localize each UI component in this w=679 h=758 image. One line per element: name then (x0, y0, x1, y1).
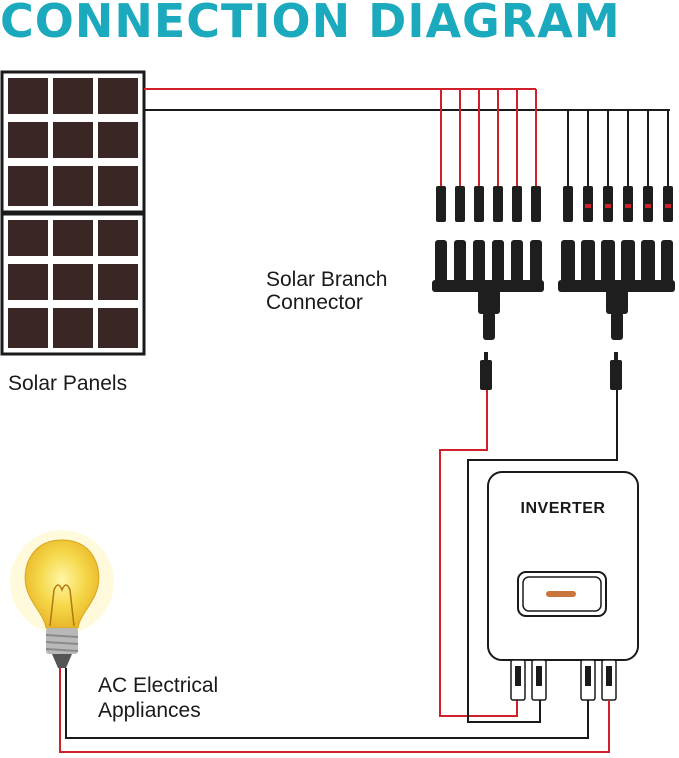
solar-panel-top (0, 70, 146, 214)
branch-connector-negative (558, 240, 675, 340)
branch-connector-label-line2: Connector (266, 291, 363, 314)
ac-appliances-label-line2: Appliances (98, 699, 201, 722)
inverter-label: INVERTER (520, 500, 606, 517)
ac-appliances-label-line1: AC Electrical (98, 674, 219, 697)
diagram-title: CONNECTION DIAGRAM (0, 0, 621, 48)
branch-connector-positive (432, 240, 544, 340)
ac-wire-black (65, 668, 589, 739)
solar-panels-label: Solar Panels (8, 372, 128, 395)
negative-output-wire (467, 390, 618, 723)
positive-branch-drops (440, 89, 537, 188)
positive-mc4-plugs (436, 186, 541, 222)
inverter-dc-connectors (510, 659, 617, 701)
output-plug-positive (480, 352, 492, 390)
output-plug-negative (610, 352, 622, 390)
negative-branch-drops (567, 110, 669, 188)
light-bulb-icon (10, 530, 114, 668)
positive-output-wire (439, 390, 518, 717)
solar-panel-bottom (0, 212, 146, 356)
negative-mc4-plugs (563, 186, 673, 222)
ac-wire-red (59, 668, 610, 753)
branch-connector-label-line1: Solar Branch (266, 268, 388, 291)
inverter-indicator (546, 591, 576, 597)
